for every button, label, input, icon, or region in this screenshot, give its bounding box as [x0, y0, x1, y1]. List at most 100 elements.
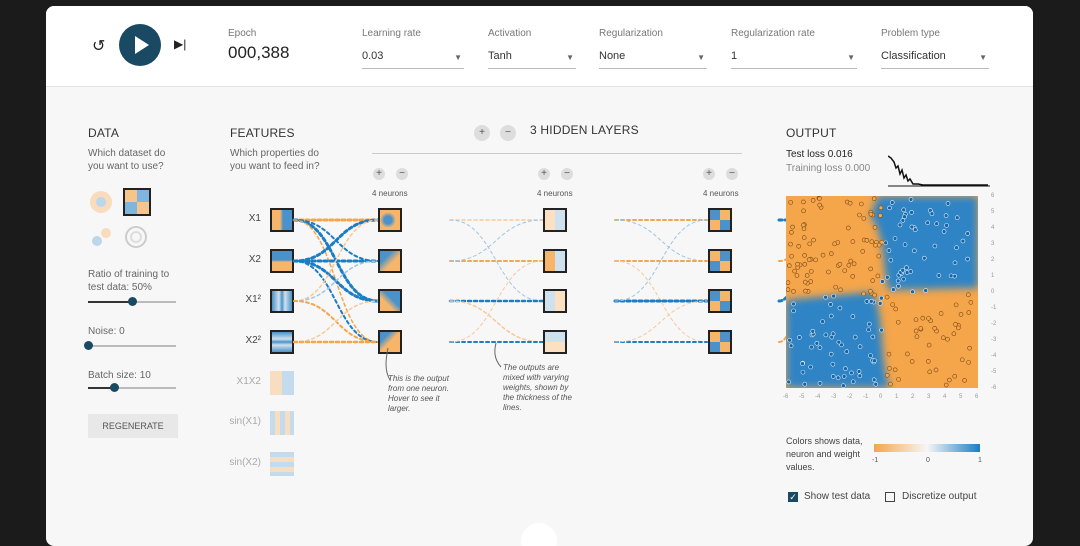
- step-icon[interactable]: ▶|: [174, 37, 187, 51]
- neuron-l1-2[interactable]: [378, 249, 402, 273]
- data-point: [904, 270, 910, 275]
- feature-sin-x2[interactable]: [270, 452, 294, 476]
- add-neuron-button-layer1[interactable]: +: [373, 168, 385, 180]
- data-point: [794, 273, 800, 278]
- add-neuron-button-layer2[interactable]: +: [538, 168, 550, 180]
- problem-type-select[interactable]: Classification▼: [881, 50, 989, 69]
- neuron-l1-3[interactable]: [378, 289, 402, 313]
- legend-max: 1: [978, 457, 982, 464]
- data-point: [786, 280, 791, 286]
- dataset-gauss[interactable]: [88, 224, 114, 250]
- neuron-l3-1[interactable]: [708, 208, 732, 232]
- feature-x1x2[interactable]: [270, 371, 294, 395]
- data-point: [913, 328, 919, 334]
- data-point: [841, 374, 847, 379]
- data-point: [850, 314, 856, 319]
- regularization-select[interactable]: None▼: [599, 50, 707, 69]
- neuron-l3-2[interactable]: [708, 249, 732, 273]
- neuron-l2-4[interactable]: [543, 330, 567, 354]
- data-point: [823, 332, 829, 338]
- feature-x1-squared[interactable]: [270, 289, 294, 313]
- remove-layer-button[interactable]: −: [500, 125, 516, 141]
- data-point: [872, 225, 878, 230]
- neuron-l2-2[interactable]: [543, 249, 567, 273]
- remove-neuron-button-layer1[interactable]: −: [396, 168, 408, 180]
- data-point: [871, 377, 877, 383]
- learning-rate-select[interactable]: 0.03▼: [362, 50, 464, 69]
- feature-sin-x1[interactable]: [270, 411, 294, 435]
- data-point: [868, 266, 873, 272]
- neuron-l3-4[interactable]: [708, 330, 732, 354]
- fab-button[interactable]: [521, 523, 557, 546]
- feature-label-x2-squared: X2²: [245, 335, 261, 346]
- data-point: [909, 224, 915, 230]
- noise-slider[interactable]: [84, 341, 176, 350]
- ratio-value: 50%: [131, 282, 152, 293]
- data-point: [951, 331, 957, 337]
- data-point: [878, 205, 884, 211]
- data-point: [835, 375, 841, 381]
- ratio-slider[interactable]: [88, 297, 176, 306]
- data-title: DATA: [88, 126, 120, 140]
- dataset-spiral[interactable]: [123, 224, 149, 250]
- discretize-checkbox[interactable]: [885, 492, 895, 502]
- remove-neuron-button-layer2[interactable]: −: [561, 168, 573, 180]
- data-point: [786, 379, 792, 385]
- slider-knob[interactable]: [128, 297, 137, 306]
- training-loss-value: 0.000: [845, 163, 871, 174]
- feature-x2-squared[interactable]: [270, 330, 294, 354]
- neuron-l1-4[interactable]: [378, 330, 402, 354]
- y-tick: 6: [991, 193, 995, 199]
- learning-rate-value: 0.03: [362, 50, 384, 62]
- data-point: [795, 261, 800, 267]
- data-point: [813, 257, 818, 263]
- top-control-bar: ↺ ▶| Epoch 000,388 Learning rate 0.03▼ A…: [46, 6, 1033, 87]
- neuron-l3-3[interactable]: [708, 289, 732, 313]
- data-point: [965, 256, 970, 262]
- regenerate-button[interactable]: REGENERATE: [88, 414, 178, 438]
- y-tick: 2: [991, 257, 995, 263]
- data-point: [884, 373, 890, 378]
- data-point: [921, 255, 927, 261]
- data-point: [888, 381, 893, 387]
- problem-type-value: Classification: [881, 50, 946, 62]
- output-title: OUTPUT: [786, 126, 837, 140]
- add-layer-button[interactable]: +: [474, 125, 490, 141]
- dataset-circle[interactable]: [88, 189, 114, 215]
- dataset-xor[interactable]: [123, 188, 151, 216]
- batch-slider[interactable]: [88, 383, 176, 392]
- data-point: [901, 207, 907, 213]
- data-points: [786, 196, 974, 388]
- slider-knob[interactable]: [110, 383, 120, 392]
- output-heatmap[interactable]: [786, 196, 986, 396]
- activation-select[interactable]: Tanh▼: [488, 50, 576, 69]
- neuron-l2-1[interactable]: [543, 208, 567, 232]
- data-point: [833, 284, 838, 290]
- regularization-rate-select[interactable]: 1▼: [731, 50, 857, 69]
- data-point: [803, 288, 808, 294]
- data-point: [846, 262, 852, 268]
- data-point: [788, 343, 794, 349]
- neuron-l1-1[interactable]: [378, 208, 402, 232]
- gauss-dataset-icon: [92, 228, 111, 246]
- show-test-checkbox[interactable]: ✓: [788, 492, 798, 502]
- data-point: [837, 305, 843, 311]
- data-point: [868, 353, 873, 358]
- x-tick: -1: [863, 394, 869, 400]
- slider-knob[interactable]: [84, 341, 93, 350]
- play-button[interactable]: [119, 24, 161, 66]
- data-point: [806, 257, 812, 262]
- data-point: [831, 293, 836, 299]
- data-point: [943, 213, 949, 218]
- add-neuron-button-layer3[interactable]: +: [703, 168, 715, 180]
- slider-fill: [88, 387, 115, 389]
- data-point: [888, 257, 894, 263]
- data-point: [952, 373, 958, 379]
- regularization-label: Regularization: [599, 28, 663, 39]
- ratio-text: Ratio of training to test data: 50%: [88, 268, 184, 294]
- reset-icon[interactable]: ↺: [92, 38, 106, 55]
- y-tick: 0: [991, 289, 995, 295]
- play-icon: [135, 36, 149, 54]
- remove-neuron-button-layer3[interactable]: −: [726, 168, 738, 180]
- neuron-l2-3[interactable]: [543, 289, 567, 313]
